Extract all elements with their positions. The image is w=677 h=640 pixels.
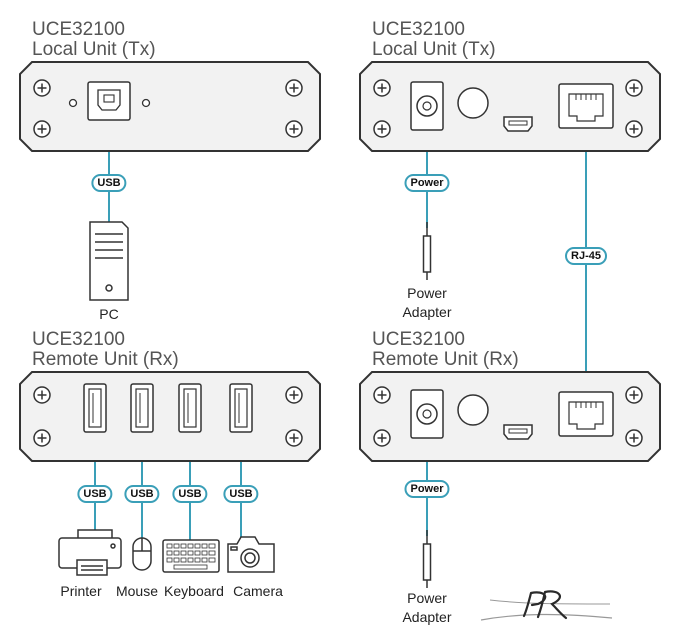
screw-icon — [33, 386, 51, 404]
screw-icon — [373, 120, 391, 138]
usb-a-port-icon — [229, 383, 253, 433]
usb-badge-mouse: USB — [124, 485, 160, 503]
bl-model-title: UCE32100 — [32, 329, 125, 350]
dc-jack-icon — [410, 81, 444, 131]
usb-a-port-icon — [178, 383, 202, 433]
screw-icon — [33, 120, 51, 138]
screw-icon — [285, 79, 303, 97]
power-badge-bottom: Power — [404, 480, 450, 498]
screw-icon — [625, 386, 643, 404]
usb-a-port-icon — [130, 383, 154, 433]
printer-label: Printer — [60, 583, 102, 599]
bl-panel — [19, 371, 321, 462]
mouse-label: Mouse — [115, 583, 159, 599]
logo-icon — [480, 590, 613, 621]
screw-icon — [625, 79, 643, 97]
printer-icon — [58, 529, 122, 576]
screw-icon — [625, 120, 643, 138]
power-plug-icon — [422, 529, 432, 589]
screw-icon — [625, 429, 643, 447]
keyboard-label: Keyboard — [164, 583, 224, 599]
hdmi-port-icon — [503, 424, 533, 440]
power-adapter-label-top: Power Adapter — [402, 285, 452, 320]
rj45-port-icon — [558, 83, 614, 129]
tl-role-title: Local Unit (Tx) — [32, 39, 156, 60]
tr-role-title: Local Unit (Tx) — [372, 39, 496, 60]
button-icon — [457, 87, 489, 119]
button-icon — [457, 394, 489, 426]
screw-icon — [285, 120, 303, 138]
power-adapter-label-bottom: Power Adapter — [402, 590, 452, 625]
usb-badge-keyboard: USB — [172, 485, 208, 503]
dc-jack-icon — [410, 389, 444, 439]
br-role-title: Remote Unit (Rx) — [372, 349, 519, 370]
screw-icon — [285, 429, 303, 447]
bl-role-title: Remote Unit (Rx) — [32, 349, 179, 370]
usb-badge-pc: USB — [91, 174, 127, 192]
screw-icon — [285, 386, 303, 404]
tl-panel — [19, 61, 321, 152]
br-model-title: UCE32100 — [372, 329, 465, 350]
screw-icon — [373, 386, 391, 404]
rj45-port-icon — [558, 391, 614, 437]
tl-model-title: UCE32100 — [32, 19, 125, 40]
camera-icon — [227, 536, 275, 573]
usb-b-port-icon — [87, 81, 131, 121]
tr-model-title: UCE32100 — [372, 19, 465, 40]
led-icon — [68, 98, 78, 108]
rj45-badge: RJ-45 — [565, 247, 607, 265]
power-plug-icon — [422, 221, 432, 281]
keyboard-icon — [162, 539, 220, 573]
hdmi-port-icon — [503, 116, 533, 132]
power-badge-top: Power — [404, 174, 450, 192]
usb-badge-camera: USB — [223, 485, 259, 503]
screw-icon — [33, 79, 51, 97]
screw-icon — [33, 429, 51, 447]
cables — [94, 120, 587, 540]
mouse-icon — [132, 537, 152, 571]
tr-panel — [359, 61, 661, 152]
pc-label: PC — [99, 306, 119, 322]
usb-a-port-icon — [83, 383, 107, 433]
screw-icon — [373, 429, 391, 447]
screw-icon — [373, 79, 391, 97]
br-panel — [359, 371, 661, 462]
camera-label: Camera — [233, 583, 283, 599]
usb-badge-printer: USB — [77, 485, 113, 503]
led-icon — [141, 98, 151, 108]
pc-tower-icon — [89, 221, 129, 301]
